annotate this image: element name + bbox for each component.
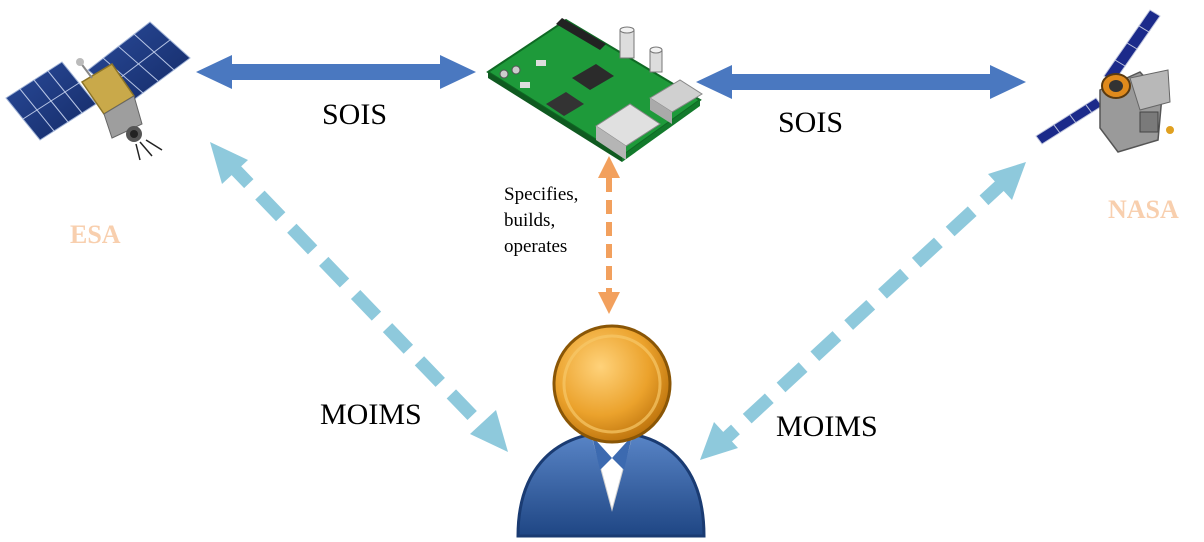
- sois-label-left: SOIS: [322, 98, 388, 131]
- moims-label-left: MOIMS: [320, 398, 422, 431]
- agency-label-nasa: NASA: [1108, 195, 1179, 224]
- sois-arrow-right: [696, 65, 1026, 99]
- circuit-board-icon: [486, 18, 703, 162]
- operator-arrow: [598, 156, 620, 314]
- moims-arrow-left: [210, 142, 508, 452]
- sois-label-right: SOIS: [778, 106, 844, 139]
- user-icon: [516, 324, 706, 538]
- satellite-icon: [5, 21, 191, 161]
- moims-arrow-right: [700, 162, 1026, 460]
- moims-label-right: MOIMS: [776, 410, 878, 443]
- sois-arrow-left: [196, 55, 476, 89]
- spacecraft-icon: [1035, 9, 1174, 153]
- operator-note: Specifies, builds, operates: [504, 184, 579, 257]
- agency-label-esa: ESA: [70, 220, 121, 249]
